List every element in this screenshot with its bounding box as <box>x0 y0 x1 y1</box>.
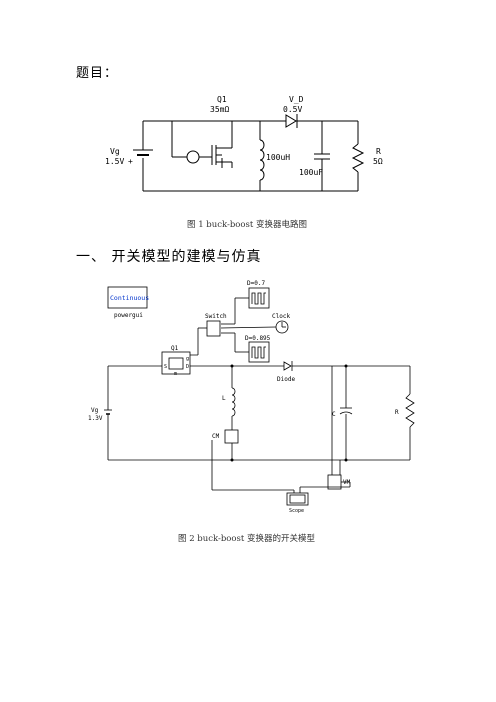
diode-body <box>283 361 292 371</box>
scope-block <box>286 492 309 506</box>
figure1-caption: 图 1 buck-boost 变换器电路图 <box>187 220 308 230</box>
pulse-gen-1-wave <box>251 292 266 305</box>
label-plus: + <box>128 157 133 166</box>
pulse-gen-2-wave <box>251 346 266 359</box>
powergui-label: powergui <box>114 312 143 319</box>
label-vd: V_D <box>289 95 304 104</box>
q1-inner <box>168 357 184 370</box>
vm-label: VM <box>343 479 351 486</box>
heading-title: 题目： <box>76 66 119 81</box>
diode-label: Diode <box>277 376 295 383</box>
section-heading: 一、 开关模型的建模与仿真 <box>76 249 262 265</box>
label-inductor: 100uH <box>266 153 290 162</box>
diode-body <box>285 114 297 128</box>
inductor-coil <box>259 139 265 181</box>
label-r-val: 5Ω <box>373 157 383 166</box>
vg-val-label: 1.3V <box>88 415 103 422</box>
powergui-mode: Continuous <box>110 294 149 302</box>
figure2-caption: 图 2 buck-boost 变换器的开关模型 <box>178 534 316 544</box>
label-vg: Vg <box>110 147 120 156</box>
cm-block <box>224 429 239 444</box>
scope-label: Scope <box>289 508 304 514</box>
clock-label: Clock <box>272 313 290 320</box>
inductor-coil <box>231 387 236 417</box>
resistor-zigzag <box>405 393 415 428</box>
q1-s: S <box>164 364 167 370</box>
label-q1: Q1 <box>217 95 227 104</box>
q1-m: m <box>174 371 177 377</box>
vg-label: Vg <box>91 407 99 414</box>
q1-g: g <box>186 356 189 362</box>
resistor-zigzag <box>351 143 365 173</box>
label-vg-val: 1.5V <box>105 157 124 166</box>
pulse-label-2: D=0.895 <box>245 335 271 342</box>
switch-block <box>206 320 221 337</box>
label-vd-val: 0.5V <box>283 105 302 114</box>
q1-label: Q1 <box>171 345 179 352</box>
r-label: R <box>395 409 399 416</box>
label-r: R <box>376 147 381 156</box>
label-capacitor: 100uF <box>299 168 323 177</box>
pulse-label-1: D=0.7 <box>247 280 265 287</box>
switch-label: Switch <box>205 313 227 320</box>
label-q1-r: 35mΩ <box>210 105 229 114</box>
cap-plate-curved <box>339 411 353 415</box>
powergui-block <box>107 286 148 309</box>
q1-d: D <box>186 364 189 370</box>
c-label: C <box>332 411 336 418</box>
cm-label: CM <box>212 433 220 440</box>
l-label: L <box>222 395 226 402</box>
